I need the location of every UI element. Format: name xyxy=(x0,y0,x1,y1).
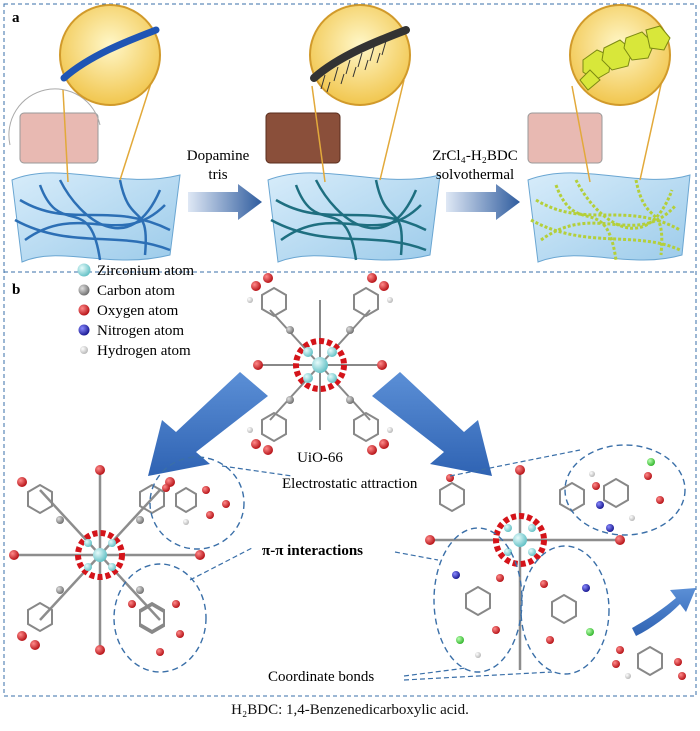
stage-2-magnifier xyxy=(309,4,411,106)
coordinate-leader-left xyxy=(403,667,467,677)
legend-carbon-swatch xyxy=(78,284,90,296)
legend-zirconium-swatch xyxy=(77,263,91,277)
stage-2-photo xyxy=(265,112,341,164)
arrow-to-right-structure xyxy=(372,372,492,476)
left-pipi-molecule xyxy=(128,600,184,656)
panel-b-label: b xyxy=(12,282,20,298)
stage-3-uio66-membrane xyxy=(527,4,691,263)
legend-nitrogen-label: Nitrogen atom xyxy=(97,323,184,339)
free-h2bdc-molecule xyxy=(612,645,686,680)
right-electrostatic-ellipse xyxy=(564,444,686,536)
atom-legend: Zirconium atom Carbon atom Oxygen atom N… xyxy=(77,263,194,359)
electrostatic-attraction-label: Electrostatic attraction xyxy=(282,476,418,492)
figure-canvas: a Dopamine tris xyxy=(3,3,697,697)
left-pipi-ellipse xyxy=(113,563,207,673)
uio66-atoms xyxy=(247,273,393,455)
right-uio66-composite xyxy=(425,465,625,670)
panel-a-label: a xyxy=(12,10,20,26)
legend-carbon-label: Carbon atom xyxy=(97,283,175,299)
legend-zirconium-label: Zirconium atom xyxy=(97,263,194,279)
stage-3-sheet xyxy=(527,172,691,263)
pi-pi-interactions-label: π-π interactions xyxy=(262,543,363,559)
stage-1-photo xyxy=(19,112,99,164)
coordinate-leader-right xyxy=(403,671,553,681)
right-electrostatic-molecule xyxy=(589,458,664,532)
step-1-label-line1: Dopamine xyxy=(187,148,250,164)
legend-hydrogen-swatch xyxy=(80,346,88,354)
stage-1-sheet xyxy=(11,172,181,263)
step-2-label-line2: solvothermal xyxy=(436,167,514,183)
stage-3-photo xyxy=(527,112,603,164)
stage-2-fiber-closeup xyxy=(310,26,410,82)
right-coordinate-molecule-right xyxy=(540,580,594,644)
arrow-to-left-structure xyxy=(148,372,268,476)
figure-frame xyxy=(3,3,697,697)
right-coordinate-molecule-left xyxy=(452,571,504,658)
step-1-label-line2: tris xyxy=(208,167,227,183)
stage-2-pda-membrane xyxy=(265,4,441,263)
legend-oxygen-label: Oxygen atom xyxy=(97,303,179,319)
left-electrostatic-ellipse xyxy=(149,456,245,550)
step-1-arrow xyxy=(188,184,262,220)
step-2-arrow xyxy=(446,184,520,220)
stage-3-mof-crystals xyxy=(579,25,671,91)
electrostatic-leader-right xyxy=(449,449,581,477)
curved-release-arrow xyxy=(632,588,696,636)
uio66-label: UiO-66 xyxy=(297,450,343,466)
stage-1-fiber-closeup xyxy=(60,26,160,82)
stage-1-magnifier xyxy=(59,4,161,106)
figure-caption: H₂BDC: 1,4-Benzenedicarboxylic acid. xyxy=(231,702,469,718)
coordinate-bonds-label: Coordinate bonds xyxy=(268,669,374,685)
electrostatic-leader-left xyxy=(221,465,293,477)
legend-oxygen-swatch xyxy=(78,304,90,316)
stage-2-sheet xyxy=(267,172,441,263)
pipi-leader-left xyxy=(189,547,253,581)
right-coordinate-ellipse-right xyxy=(520,545,610,675)
legend-nitrogen-swatch xyxy=(78,324,90,336)
step-2-label-line1: ZrCl₄-H₂BDC xyxy=(432,148,517,164)
stage-1-nanofiber-membrane xyxy=(8,4,181,263)
left-electrostatic-molecule xyxy=(162,484,230,525)
pipi-leader-right xyxy=(394,551,439,561)
legend-hydrogen-label: Hydrogen atom xyxy=(97,343,191,359)
